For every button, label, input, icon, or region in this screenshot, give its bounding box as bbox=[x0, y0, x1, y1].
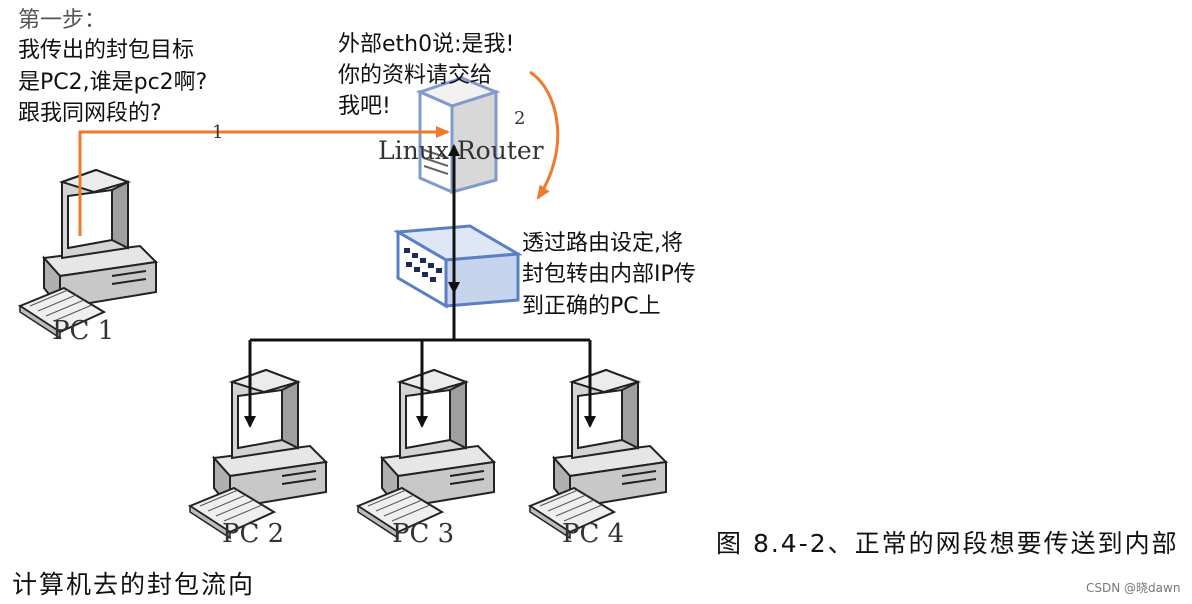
watermark: CSDN @晓dawn bbox=[1086, 581, 1181, 595]
switch-note-line-1: 透过路由设定,将 bbox=[522, 231, 683, 256]
router-bubble-line-1: 外部eth0说:是我! bbox=[338, 32, 515, 57]
router-bubble-line-3: 我吧! bbox=[338, 94, 391, 119]
pc4-computer-icon bbox=[529, 369, 667, 539]
pc2-label: PC 2 bbox=[222, 519, 285, 549]
packet-arrow-2 bbox=[529, 70, 560, 200]
pc3-label: PC 3 bbox=[392, 519, 455, 549]
pc2-computer-icon bbox=[189, 369, 327, 539]
switch-note-line-2: 封包转由内部IP传 bbox=[522, 262, 696, 287]
caption-line-2: 计算机去的封包流向 bbox=[12, 570, 256, 599]
packet-arrow-1 bbox=[78, 126, 450, 236]
router-bubble-line-2: 你的资料请交给 bbox=[338, 63, 493, 88]
step-title: 第一步： bbox=[18, 8, 107, 33]
pc1-label: PC 1 bbox=[52, 316, 115, 346]
switch-note-line-3: 到正确的PC上 bbox=[522, 294, 661, 319]
pc3-computer-icon bbox=[357, 369, 495, 539]
caption-line-1: 图 8.4-2、正常的网段想要传送到内部 bbox=[716, 529, 1179, 558]
linux-router-icon bbox=[415, 76, 501, 195]
arrow-2-number: 2 bbox=[514, 108, 526, 129]
pc1-computer-icon bbox=[19, 169, 157, 339]
pc1-bubble-line-1: 我传出的封包目标 bbox=[18, 38, 195, 63]
pc1-bubble-line-2: 是PC2,谁是pc2啊? bbox=[18, 70, 208, 95]
pc1-bubble-line-3: 跟我同网段的? bbox=[18, 101, 162, 126]
network-switch-icon bbox=[393, 224, 523, 309]
pc4-label: PC 4 bbox=[562, 519, 625, 549]
arrow-1-number: 1 bbox=[212, 122, 224, 143]
router-label: Linux Router bbox=[378, 136, 544, 165]
